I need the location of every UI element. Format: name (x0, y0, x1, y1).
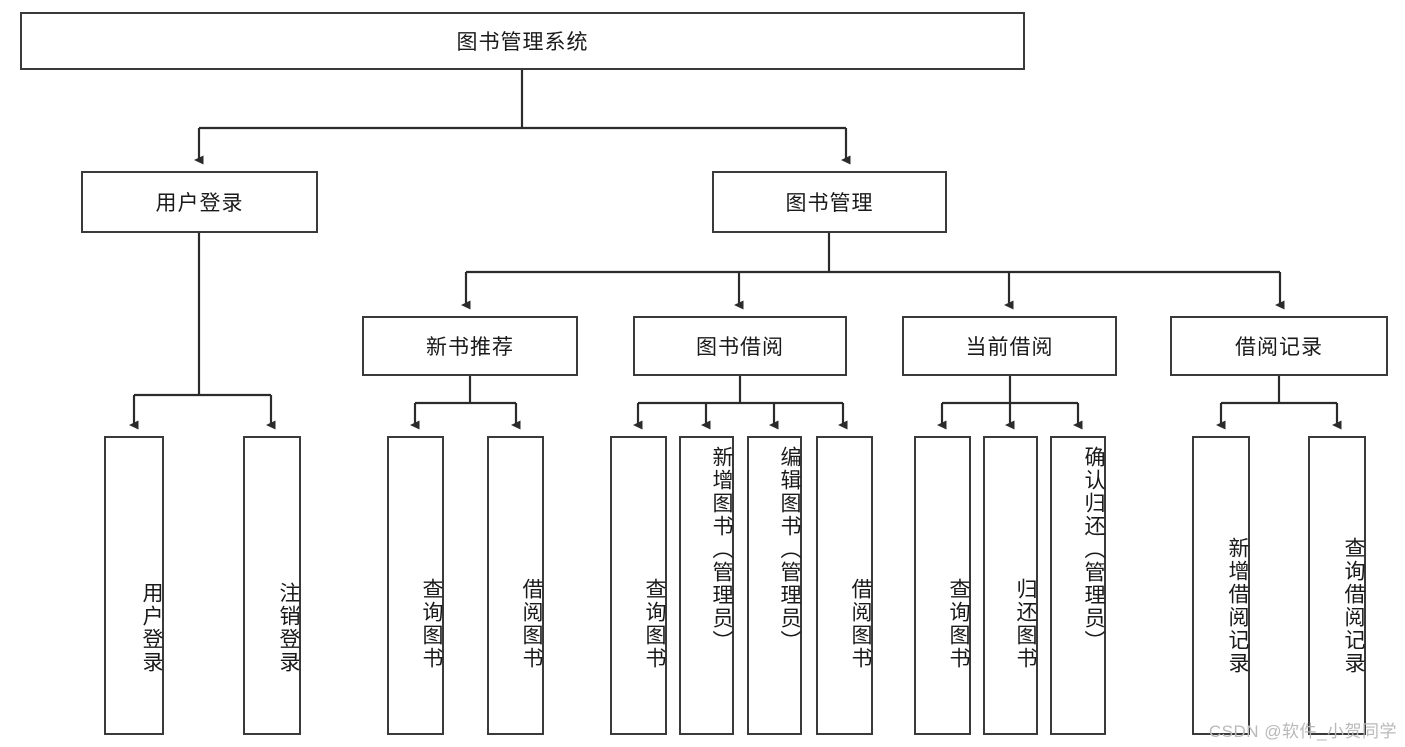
node-root-book-management-system[interactable]: 图书管理系统 (20, 12, 1025, 70)
node-label: 查询图书 (643, 577, 666, 670)
node-leaf-borrow-book[interactable]: 借阅图书 (816, 436, 873, 735)
node-leaf-user-login[interactable]: 用户登录 (104, 436, 164, 735)
node-label: 新增借阅记录 (1226, 536, 1249, 675)
node-label: 查询图书 (420, 577, 443, 670)
node-label: 新书推荐 (426, 336, 514, 359)
node-borrow-record[interactable]: 借阅记录 (1170, 316, 1388, 376)
node-leaf-add-book[interactable]: 新增图书（管理员） (679, 436, 734, 735)
node-leaf-add-borrow-record[interactable]: 新增借阅记录 (1192, 436, 1250, 735)
node-label: 确认归还（管理员） (1082, 446, 1105, 653)
node-label: 编辑图书（管理员） (778, 446, 801, 653)
node-label: 当前借阅 (965, 336, 1054, 359)
node-label: 图书管理 (785, 192, 874, 215)
node-label: 借阅图书 (520, 577, 543, 670)
node-label: 用户登录 (140, 581, 163, 674)
node-label: 查询图书 (947, 577, 970, 670)
connector-currentborrow-to-leaves (937, 376, 1083, 430)
node-user-login[interactable]: 用户登录 (81, 171, 318, 233)
node-label: 图书管理系统 (456, 31, 589, 54)
node-leaf-edit-book[interactable]: 编辑图书（管理员） (747, 436, 802, 735)
node-leaf-return-book[interactable]: 归还图书 (983, 436, 1038, 735)
node-leaf-query-book-borrow[interactable]: 查询图书 (610, 436, 667, 735)
node-label: 查询借阅记录 (1342, 536, 1365, 675)
connector-root-to-level2 (194, 70, 851, 165)
node-label: 借阅图书 (849, 577, 872, 670)
node-leaf-borrow-book-recommend[interactable]: 借阅图书 (487, 436, 544, 735)
node-leaf-query-book-recommend[interactable]: 查询图书 (387, 436, 444, 735)
node-label: 注销登录 (277, 581, 300, 674)
node-leaf-query-book-current[interactable]: 查询图书 (914, 436, 971, 735)
connector-userlogin-to-leaves (129, 233, 276, 430)
node-book-manage[interactable]: 图书管理 (712, 171, 947, 233)
node-new-book-recommend[interactable]: 新书推荐 (362, 316, 578, 376)
node-label: 图书借阅 (696, 336, 784, 359)
connector-borrowrecord-to-leaves (1216, 376, 1342, 430)
node-label: 借阅记录 (1235, 336, 1323, 359)
connector-newbook-to-leaves (410, 376, 521, 430)
connector-bookmanage-to-level3 (461, 233, 1285, 310)
node-leaf-logout-login[interactable]: 注销登录 (243, 436, 301, 735)
connector-bookborrow-to-leaves (633, 376, 848, 430)
node-leaf-query-borrow-record[interactable]: 查询借阅记录 (1308, 436, 1366, 735)
node-book-borrow[interactable]: 图书借阅 (633, 316, 847, 376)
node-label: 用户登录 (155, 192, 244, 215)
node-current-borrow[interactable]: 当前借阅 (902, 316, 1117, 376)
node-leaf-confirm-return[interactable]: 确认归还（管理员） (1050, 436, 1106, 735)
node-label: 归还图书 (1014, 577, 1037, 670)
node-label: 新增图书（管理员） (710, 446, 733, 653)
